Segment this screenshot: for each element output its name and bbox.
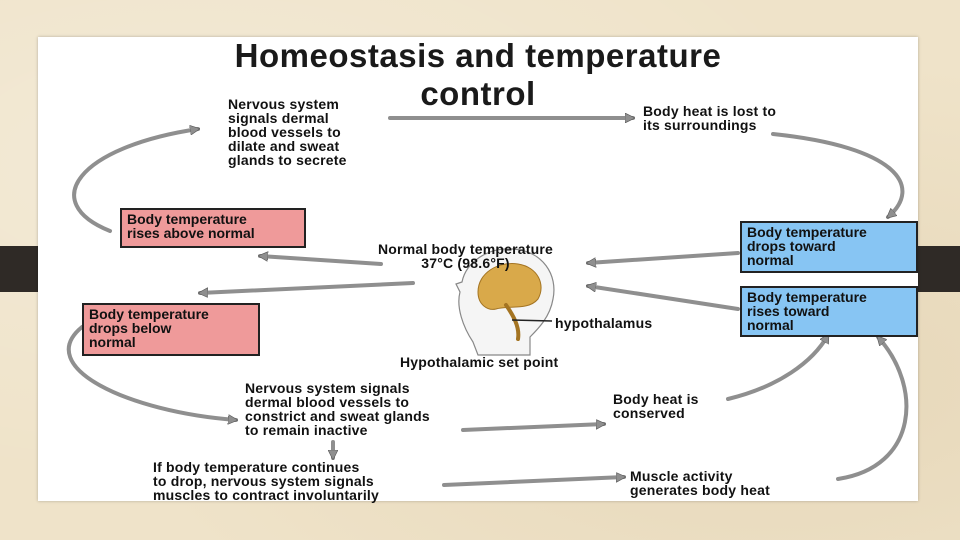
text-line: Nervous system signals [245,380,410,396]
text-line: Body temperature [89,306,209,322]
text-line: Body heat is lost to [643,103,777,119]
text-line: 37°C (98.6°F) [421,255,510,271]
arrow-heatlost-to-dropstoward [771,132,905,219]
brainstem-shape [504,303,521,341]
head-illustration [455,248,555,356]
title-line-2: control [420,75,536,112]
text-line: constrict and sweat glands [245,408,430,424]
text-line: muscles to contract involuntarily [153,487,379,503]
rises-toward-normal-box: Body temperature rises toward normal [740,286,918,337]
nervous-dilate-text: Nervous system signals dermal blood vess… [228,97,347,167]
arrow-normal-to-risesabove [260,256,383,266]
arrow-conserved-to-risestoward [726,335,830,401]
nervous-constrict-text: Nervous system signals dermal blood vess… [245,381,430,437]
text-line: dermal blood vessels to [245,394,410,410]
arrow-constrict-to-conserved [461,424,604,432]
text-line: glands to secrete [228,152,347,168]
drops-below-normal-box: Body temperature drops below normal [82,303,260,356]
drops-toward-normal-box: Body temperature drops toward normal [740,221,918,273]
arrow-normal-to-dropsbelow [200,281,415,293]
text-line: Body temperature [747,224,867,240]
text-line: signals dermal [228,110,329,126]
text-line: Body temperature [747,289,867,305]
arrow-risestoward-to-hypo [588,286,740,311]
title: Homeostasis and temperature control [118,37,838,113]
heat-conserved-text: Body heat is conserved [613,392,699,420]
text-line: rises above normal [127,225,255,241]
arrow-dropstoward-to-normal [588,251,740,263]
hypothalamus-pointer [511,319,553,322]
text-line: drops toward [747,238,836,254]
normal-temperature-text: Normal body temperature 37°C (98.6°F) [378,242,553,270]
text-line: drops below [89,320,172,336]
rises-above-normal-box: Body temperature rises above normal [120,208,306,248]
text-line: Body temperature [127,211,247,227]
text-line: If body temperature continues [153,459,360,475]
text-line: blood vessels to [228,124,341,140]
arrow-continues-to-muscle [442,477,624,487]
title-line-1: Homeostasis and temperature [234,37,722,74]
text-line: its surroundings [643,117,757,133]
text-line: Muscle activity [630,468,733,484]
arrow-muscle-to-risestoward [836,335,909,481]
text-line: Normal body temperature [378,241,553,257]
text-line: normal [747,252,794,268]
brain-shape [477,263,542,310]
if-continues-text: If body temperature continues to drop, n… [153,460,379,502]
text-line: conserved [613,405,685,421]
arrows-layer [66,37,909,487]
diagram-card: Homeostasis and temperature control Nerv… [38,37,918,502]
set-point-label: Hypothalamic set point [400,354,559,370]
muscle-activity-text: Muscle activity generates body heat [630,469,770,497]
arrow-rises-to-dilate [72,129,198,233]
text-line: Body heat is [613,391,699,407]
text-line: to drop, nervous system signals [153,473,374,489]
text-line: rises toward [747,303,830,319]
hypothalamus-label: hypothalamus [555,315,653,331]
text-line: normal [747,317,794,333]
text-line: dilate and sweat [228,138,340,154]
arrow-dropsbelow-to-constrict [66,325,236,420]
text-line: normal [89,334,136,350]
text-line: Nervous system [228,96,339,112]
text-line: generates body heat [630,482,770,498]
text-line: to remain inactive [245,422,368,438]
heat-lost-text: Body heat is lost to its surroundings [643,104,776,132]
